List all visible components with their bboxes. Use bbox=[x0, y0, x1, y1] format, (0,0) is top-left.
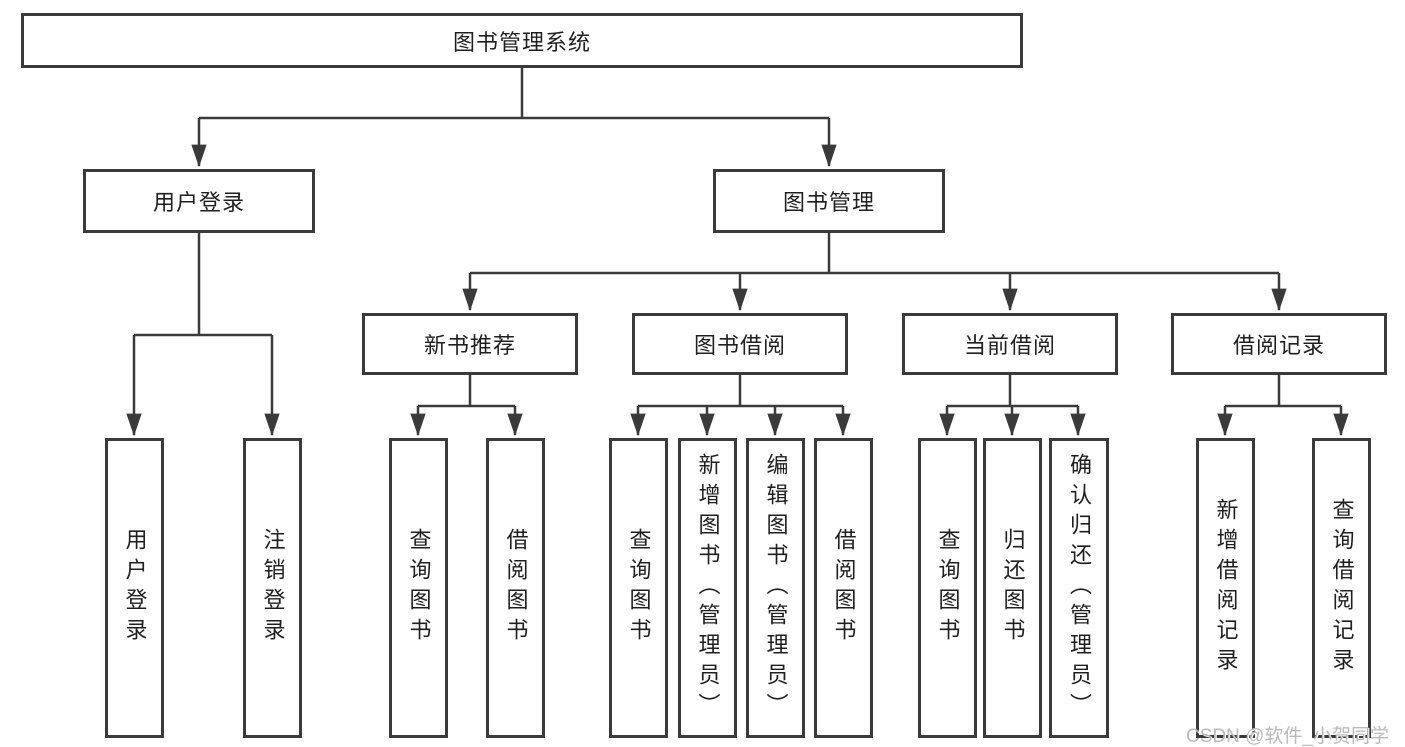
node-book-management-label: 图书管理 bbox=[782, 190, 875, 215]
leaf-edit-books-admin: 编辑图书（管理员） bbox=[746, 438, 805, 738]
leaf-borrow-books-recommend: 借阅图书 bbox=[486, 438, 545, 738]
leaf-return-books: 归还图书 bbox=[983, 438, 1042, 738]
leaf-confirm-return-admin: 确认归还（管理员） bbox=[1049, 438, 1109, 738]
node-current-borrowing-label: 当前借阅 bbox=[963, 333, 1056, 358]
node-borrowing-records: 借阅记录 bbox=[1171, 313, 1387, 375]
leaf-add-books-admin: 新增图书（管理员） bbox=[678, 438, 737, 738]
node-borrowing-records-label: 借阅记录 bbox=[1232, 333, 1325, 358]
leaf-user-login: 用户登录 bbox=[105, 438, 164, 738]
leaf-logout: 注销登录 bbox=[243, 438, 302, 738]
leaf-query-books-current-label: 查询图书 bbox=[935, 528, 961, 648]
leaf-query-books-current: 查询图书 bbox=[918, 438, 977, 738]
node-book-borrowing: 图书借阅 bbox=[632, 313, 848, 375]
node-new-book-recommend: 新书推荐 bbox=[362, 313, 578, 375]
node-user-login: 用户登录 bbox=[83, 169, 315, 233]
node-book-borrowing-label: 图书借阅 bbox=[693, 333, 786, 358]
leaf-query-books-recommend: 查询图书 bbox=[389, 438, 448, 738]
node-root-label: 图书管理系统 bbox=[452, 29, 591, 55]
leaf-query-books-borrowing-label: 查询图书 bbox=[626, 528, 652, 648]
node-root-library-system: 图书管理系统 bbox=[21, 13, 1023, 68]
leaf-logout-label: 注销登录 bbox=[260, 528, 286, 648]
leaf-borrow-books-recommend-label: 借阅图书 bbox=[503, 528, 529, 648]
leaf-return-books-label: 归还图书 bbox=[1000, 528, 1026, 648]
leaf-add-books-admin-label: 新增图书（管理员） bbox=[695, 453, 721, 723]
node-book-management: 图书管理 bbox=[713, 169, 945, 233]
node-user-login-label: 用户登录 bbox=[152, 190, 245, 215]
leaf-user-login-label: 用户登录 bbox=[122, 528, 148, 648]
leaf-query-borrow-record-label: 查询借阅记录 bbox=[1329, 498, 1355, 678]
leaf-borrow-books-borrowing: 借阅图书 bbox=[814, 438, 873, 738]
leaf-query-books-recommend-label: 查询图书 bbox=[406, 528, 432, 648]
csdn-watermark: CSDN @软件_小贺同学 bbox=[1186, 726, 1389, 747]
node-new-book-recommend-label: 新书推荐 bbox=[423, 333, 516, 358]
leaf-add-borrow-record-label: 新增借阅记录 bbox=[1213, 498, 1239, 678]
leaf-add-borrow-record: 新增借阅记录 bbox=[1196, 438, 1255, 738]
leaf-query-books-borrowing: 查询图书 bbox=[609, 438, 668, 738]
leaf-query-borrow-record: 查询借阅记录 bbox=[1312, 438, 1371, 738]
leaf-borrow-books-borrowing-label: 借阅图书 bbox=[831, 528, 857, 648]
node-current-borrowing: 当前借阅 bbox=[902, 313, 1118, 375]
leaf-edit-books-admin-label: 编辑图书（管理员） bbox=[763, 453, 789, 723]
leaf-confirm-return-admin-label: 确认归还（管理员） bbox=[1067, 453, 1092, 723]
